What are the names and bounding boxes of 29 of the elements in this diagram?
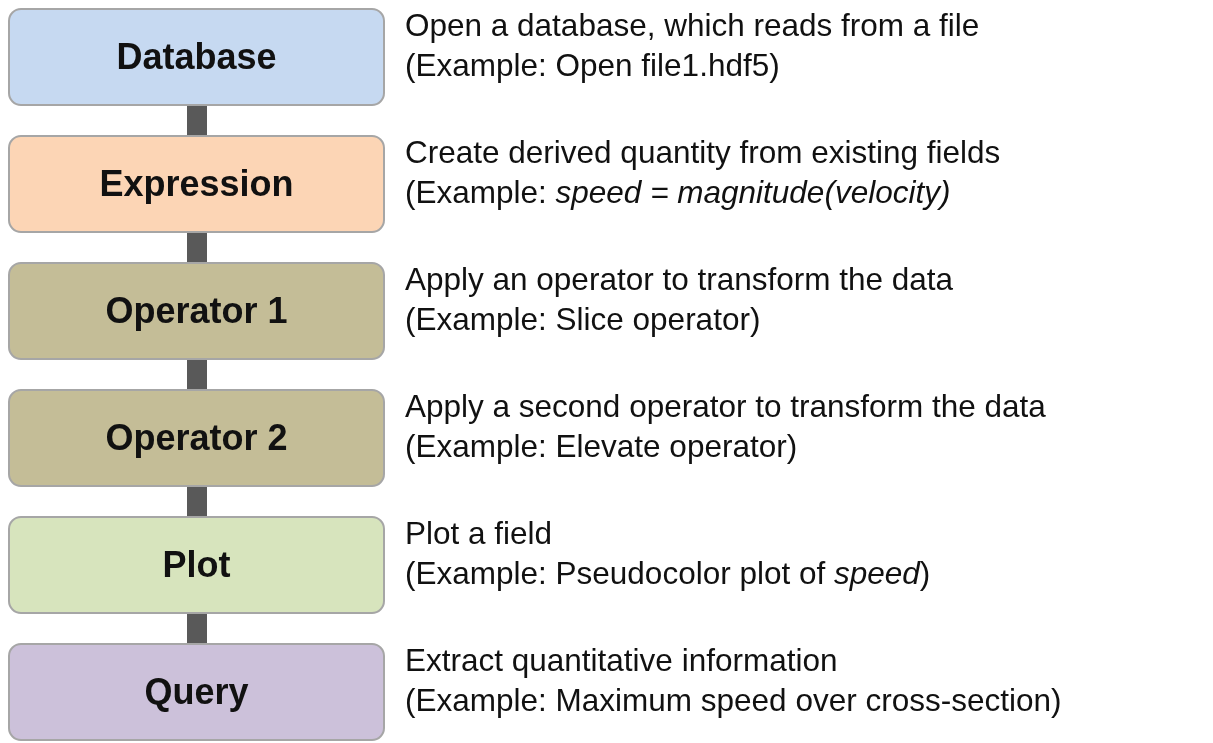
step-description: Apply a second operator to transform the data [405,387,1046,426]
step-box [8,389,385,487]
step-label: Plot [162,544,231,586]
step-description: Extract quantitative information [405,641,839,680]
step-description: Create derived quantity from existing fields [405,133,1001,172]
step-description: (Example: Elevate operator) [405,427,799,466]
step-description: (Example: Slice operator) [405,300,762,339]
connector-bar [187,233,207,262]
step-box [8,262,385,360]
step-label: Operator 1 [105,290,288,332]
step-box [8,516,385,614]
step-box [8,643,385,741]
step-description: (Example: Open file1.hdf5) [405,46,781,85]
step-description: (Example: Pseudocolor plot of speed) [405,554,931,593]
step-description: Plot a field [405,514,554,553]
step-label: Query [144,671,249,713]
connector-bar [187,614,207,643]
connector-bar [187,360,207,389]
step-description: (Example: speed = magnitude(velocity) [405,173,952,212]
connector-bar [187,487,207,516]
step-box [8,8,385,106]
step-label: Expression [99,163,294,205]
step-label: Database [116,36,277,78]
connector-bar [187,106,207,135]
step-box [8,135,385,233]
step-description: (Example: Maximum speed over cross-section) [405,681,1062,720]
step-label: Operator 2 [105,417,288,459]
step-description: Apply an operator to transform the data [405,260,954,299]
step-description: Open a database, which reads from a file [405,6,980,45]
